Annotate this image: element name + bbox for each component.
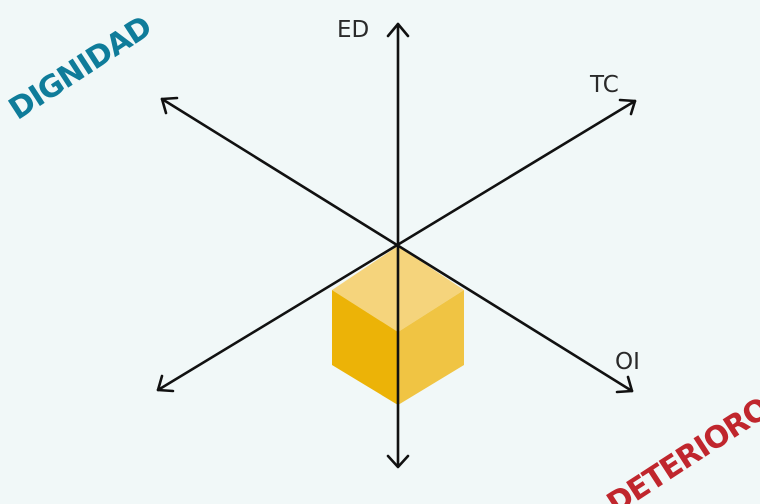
- dignidad-label: DIGNIDAD: [3, 10, 158, 128]
- axis-label-oi: OI: [615, 349, 640, 375]
- cube-left-face: [332, 290, 398, 405]
- deterioro-label: DETERIORO: [601, 391, 760, 504]
- axis-lower-left-arrowhead: [156, 374, 175, 393]
- axis-ed-arrowhead: [386, 22, 410, 38]
- axis-label-tc: TC: [589, 72, 619, 98]
- axis-label-ed: ED: [337, 17, 369, 43]
- axis-tc-arrowhead: [618, 98, 637, 116]
- axis-tc-line: [156, 99, 637, 392]
- axis-upper-left-arrowhead: [160, 96, 179, 115]
- axis-oi-arrowhead: [615, 375, 634, 394]
- axis-bottom-arrowhead: [386, 454, 410, 469]
- cube-right-face: [398, 290, 464, 405]
